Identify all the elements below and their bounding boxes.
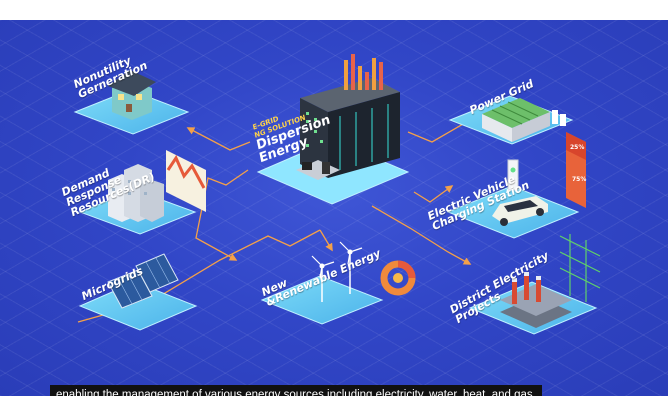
ev-chart-label-1: 25% — [570, 144, 585, 151]
diagram-canvas: E-GRID NG SOLUTION Dispersion Energy Non… — [0, 20, 668, 396]
ev-pie-chart-icon — [566, 132, 586, 208]
district-grid-icon — [559, 234, 601, 302]
ev-charging-icon — [492, 159, 548, 226]
donut-chart-icon — [380, 260, 416, 296]
ev-chart-label-2: 75% — [572, 176, 587, 183]
house-icon — [108, 70, 156, 120]
wind-turbines-icon — [311, 241, 363, 302]
district-plant-icon — [500, 272, 572, 328]
hub-bar-chart — [344, 54, 383, 90]
demand-chart-icon — [166, 150, 206, 212]
subtitle-caption: enabling the management of various energ… — [50, 385, 542, 396]
connector-demand — [195, 169, 249, 261]
buildings-icon — [108, 164, 164, 222]
connector-nonutility — [186, 127, 251, 151]
solar-panels-icon — [107, 253, 179, 309]
diagram-illustration — [73, 54, 601, 335]
connector-district — [371, 205, 472, 265]
power-plant-icon — [482, 98, 566, 142]
connector-renewable — [319, 229, 333, 252]
connector-ev — [413, 185, 454, 203]
connector-power-grid — [407, 119, 472, 143]
